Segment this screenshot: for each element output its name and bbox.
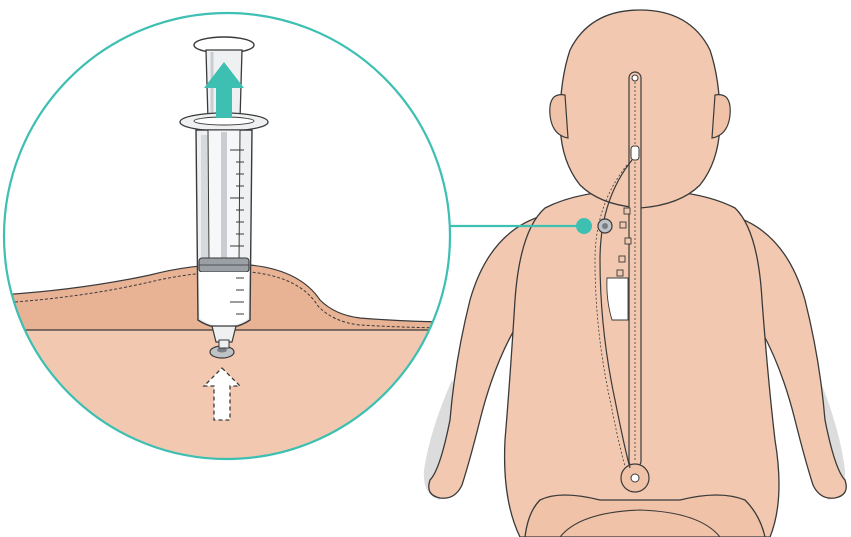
- zipper-pull-top: [632, 75, 638, 81]
- infant-manikin: [424, 10, 846, 537]
- right-ear: [712, 95, 730, 138]
- drawn-fluid: [199, 272, 249, 326]
- spine-insert: [607, 278, 628, 320]
- left-ear: [550, 95, 568, 138]
- zipper-slider: [631, 146, 639, 160]
- magnified-detail: [0, 13, 460, 537]
- skin-underlayer: [0, 330, 460, 537]
- callout-dot: [576, 218, 592, 234]
- lower-body: [525, 495, 765, 537]
